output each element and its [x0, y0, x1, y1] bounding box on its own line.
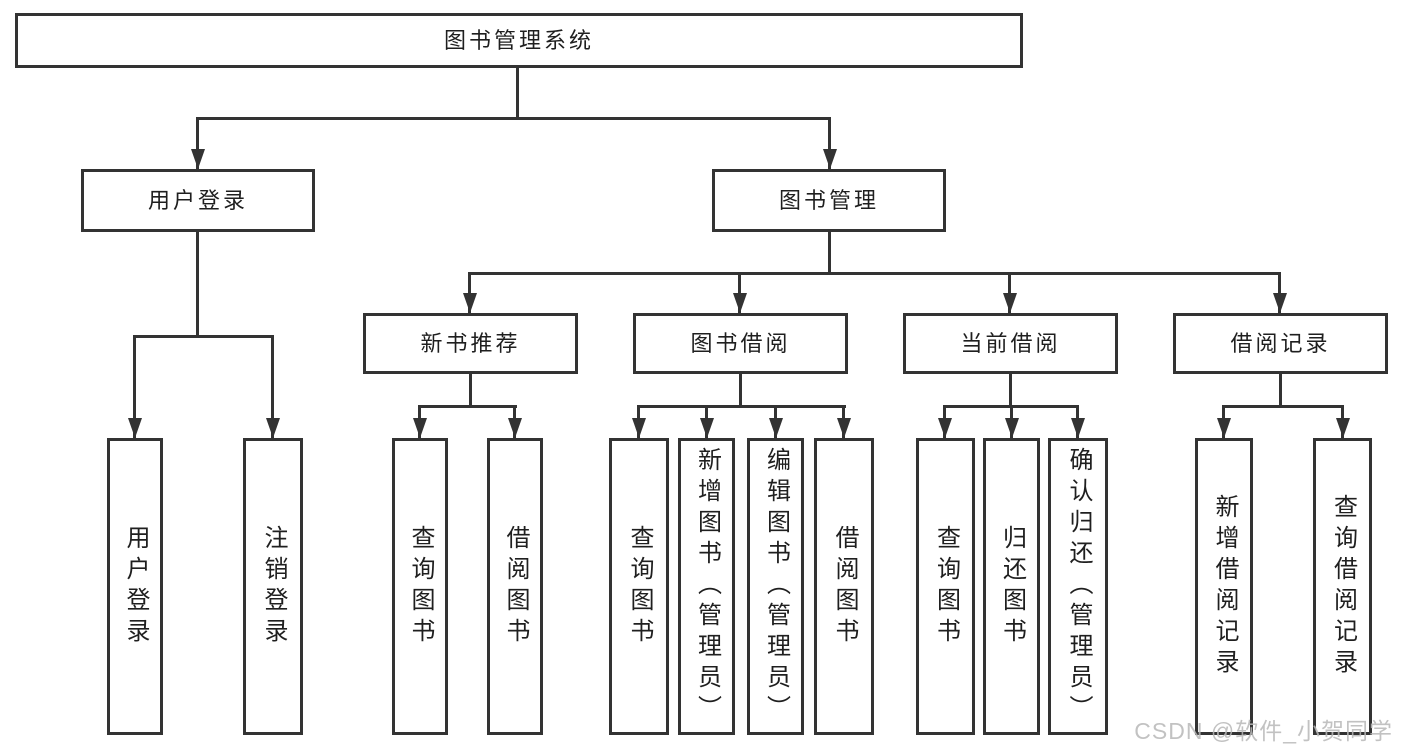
leaf-query-books: 查询图书 [609, 438, 669, 735]
node-label: 确认归还（管理员） [1065, 447, 1092, 726]
leaf-query-books: 查询图书 [916, 438, 975, 735]
arrow-down-icon [462, 272, 477, 313]
arrow-down-icon [699, 405, 714, 438]
arrow-down-icon [732, 272, 747, 313]
connector-group-rail [419, 405, 517, 408]
node-label: 用户登录 [122, 524, 149, 649]
arrow-down-icon [1216, 405, 1231, 438]
connector-group-stem [1279, 374, 1282, 405]
connector-group-rail [1223, 405, 1344, 408]
arrow-down-icon [1002, 272, 1017, 313]
arrow-down-icon [412, 405, 427, 438]
node-label: 借阅图书 [502, 524, 529, 649]
node-label: 用户登录 [147, 187, 248, 213]
node-label: 编辑图书（管理员） [762, 447, 790, 726]
node-label: 查询图书 [407, 524, 434, 649]
leaf-borrow-books: 借阅图书 [487, 438, 543, 735]
csdn-watermark: CSDN @软件_小贺同学 [1134, 718, 1393, 744]
node-label: 新增图书（管理员） [693, 447, 721, 726]
node-label: 查询图书 [932, 524, 960, 649]
leaf-add-book-admin: 新增图书（管理员） [678, 438, 735, 735]
node-label: 查询图书 [626, 524, 653, 649]
arrow-down-icon [937, 405, 952, 438]
arrow-down-icon [836, 405, 851, 438]
node-new-book-recommendation: 新书推荐 [363, 313, 578, 374]
node-label: 借阅记录 [1230, 330, 1331, 356]
connector-group-stem [1009, 374, 1012, 405]
connector-book-management-rail [469, 272, 1281, 275]
leaf-query-borrow-record: 查询借阅记录 [1313, 438, 1372, 735]
connector-root-rail [197, 117, 830, 120]
connector-user-login-rail [135, 335, 274, 338]
leaf-logout: 注销登录 [243, 438, 303, 735]
connector-root-stem [516, 68, 519, 117]
node-label: 借阅图书 [831, 524, 858, 649]
leaf-borrow-books: 借阅图书 [814, 438, 874, 735]
node-label: 注销登录 [260, 524, 287, 649]
connector-group-rail [638, 405, 846, 408]
node-user-login: 用户登录 [81, 169, 315, 232]
connector-group-stem [739, 374, 742, 405]
node-current-borrowing: 当前借阅 [903, 313, 1118, 374]
leaf-return-books: 归还图书 [983, 438, 1040, 735]
arrow-down-icon [1070, 405, 1085, 438]
arrow-down-icon [127, 335, 142, 438]
connector-book-management-stem [828, 232, 831, 272]
node-library-management-system: 图书管理系统 [15, 13, 1023, 68]
node-label: 图书管理系统 [443, 27, 594, 53]
leaf-edit-book-admin: 编辑图书（管理员） [747, 438, 804, 735]
arrow-down-icon [768, 405, 783, 438]
arrow-down-icon [631, 405, 646, 438]
arrow-down-icon [822, 117, 837, 169]
node-borrowing-records: 借阅记录 [1173, 313, 1388, 374]
node-label: 查询借阅记录 [1329, 493, 1357, 680]
leaf-query-books: 查询图书 [392, 438, 448, 735]
leaf-user-login: 用户登录 [107, 438, 163, 735]
node-label: 归还图书 [998, 524, 1026, 649]
arrow-down-icon [1004, 405, 1019, 438]
arrow-down-icon [1272, 272, 1287, 313]
arrow-down-icon [190, 117, 205, 169]
node-label: 当前借阅 [960, 330, 1061, 356]
node-book-borrowing: 图书借阅 [633, 313, 848, 374]
connector-group-stem [469, 374, 472, 405]
node-book-management: 图书管理 [712, 169, 946, 232]
leaf-add-borrow-record: 新增借阅记录 [1195, 438, 1253, 735]
node-label: 图书管理 [778, 187, 879, 213]
connector-user-login-stem [196, 232, 199, 335]
arrow-down-icon [265, 335, 280, 438]
arrow-down-icon [507, 405, 522, 438]
leaf-confirm-return-admin: 确认归还（管理员） [1048, 438, 1108, 735]
node-label: 新书推荐 [420, 330, 521, 356]
arrow-down-icon [1335, 405, 1350, 438]
node-label: 新增借阅记录 [1211, 493, 1238, 680]
node-label: 图书借阅 [690, 330, 791, 356]
